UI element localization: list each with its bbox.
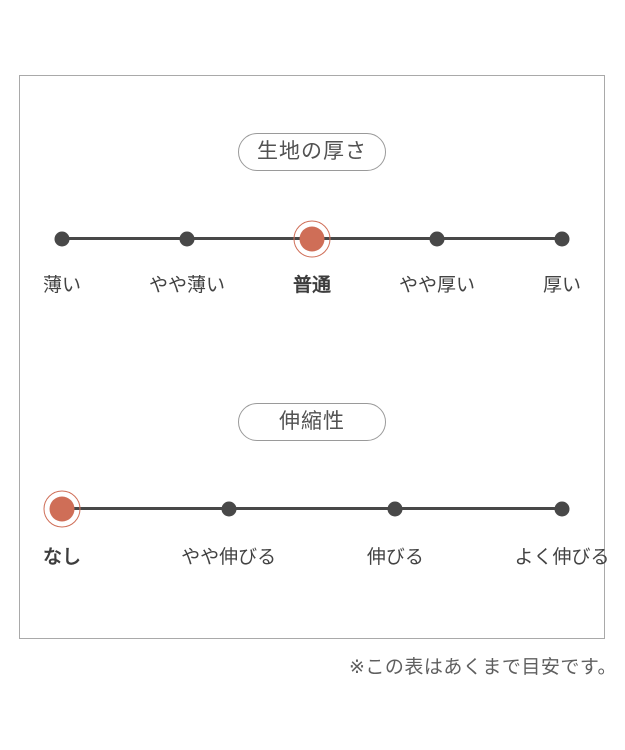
- thickness-label-normal-selected: 普通: [292, 275, 332, 296]
- thickness-dot-somewhat-thick: [429, 231, 445, 246]
- guide-frame: 生地の厚さ 薄い やや薄い 普通 やや厚い 厚い 伸縮性 なし やや伸びる 伸び: [19, 75, 610, 639]
- stretch-dot-somewhat: [221, 501, 237, 516]
- scale-title-thickness: 生地の厚さ: [238, 133, 386, 171]
- thickness-dot-normal-selected: [293, 220, 331, 257]
- thickness-dot-thin: [54, 231, 70, 246]
- thickness-label-somewhat-thick: やや厚い: [398, 275, 476, 296]
- stretch-label-very: よく伸びる: [514, 547, 610, 568]
- disclaimer-note: ※この表はあくまで目安です。: [348, 657, 617, 678]
- stretch-label-none-selected: なし: [42, 547, 82, 568]
- thickness-label-thin: 薄い: [42, 275, 82, 296]
- stretch-labels: なし やや伸びる 伸びる よく伸びる: [43, 547, 610, 569]
- scale-title-stretch: 伸縮性: [238, 403, 386, 441]
- thickness-labels: 薄い やや薄い 普通 やや厚い 厚い: [43, 275, 581, 297]
- thickness-label-somewhat-thin: やや薄い: [148, 275, 226, 296]
- stretch-dot-stretches: [387, 501, 403, 516]
- thickness-dot-somewhat-thin: [179, 231, 195, 246]
- thickness-label-thick: 厚い: [542, 275, 582, 296]
- stretch-dot-none-selected: [43, 490, 81, 527]
- stretch-label-somewhat: やや伸びる: [181, 547, 277, 568]
- stretch-dot-very: [554, 501, 570, 516]
- stretch-label-stretches: 伸びる: [366, 547, 424, 568]
- stretch-track: [43, 490, 570, 527]
- thickness-dot-thick: [554, 231, 570, 246]
- thickness-track: [54, 220, 570, 257]
